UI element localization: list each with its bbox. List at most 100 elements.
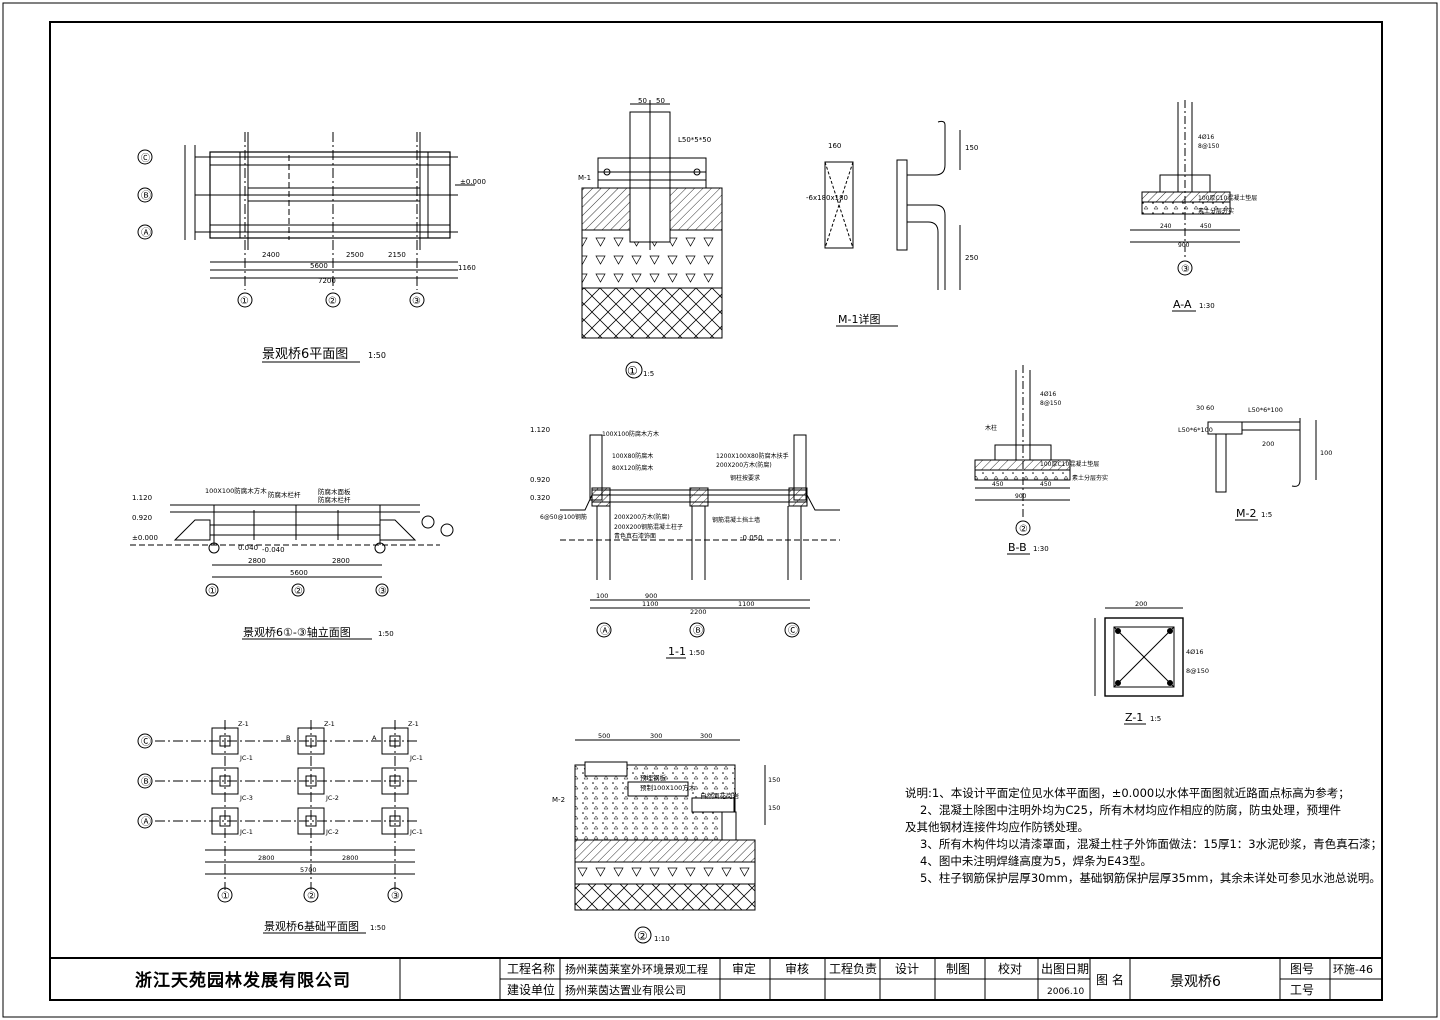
sec-note-8: 200X200钢筋混凝土柱子 bbox=[614, 523, 683, 531]
sec-note-4: 1200X100X80防腐木扶手 bbox=[716, 452, 789, 460]
detail1-scale: 1:5 bbox=[643, 370, 654, 378]
aa-note-2: 8@150 bbox=[1198, 143, 1219, 150]
found-tag-jc1-a: JC-1 bbox=[239, 754, 253, 762]
sec-scale: 1:50 bbox=[689, 649, 705, 657]
m2-scale: 1:5 bbox=[1261, 511, 1272, 519]
found-tag-jc2-a: JC-2 bbox=[325, 794, 339, 802]
project-label: 工程名称 bbox=[507, 961, 555, 976]
sec-axis-a: Ⓐ bbox=[600, 625, 610, 637]
sec-note-1: 100X100防腐木方木 bbox=[602, 430, 659, 438]
plan-title: 景观桥6平面图 bbox=[262, 347, 348, 362]
aa-note-3: 100厚C10混凝土垫层 bbox=[1198, 194, 1257, 202]
elev-level-4: 0.040 bbox=[238, 544, 258, 552]
bb-dim-1: 450 bbox=[992, 481, 1004, 488]
design-label: 设计 bbox=[895, 962, 919, 976]
project-value: 扬州莱茵莱室外环境景观工程 bbox=[565, 962, 708, 976]
m2-dim-4: 100 bbox=[1320, 449, 1332, 457]
aa-title: A-A bbox=[1173, 298, 1192, 311]
detail-1-view bbox=[581, 100, 723, 339]
z1-dim-1: 200 bbox=[1135, 600, 1147, 608]
elev-title: 景观桥6①-③轴立面图 bbox=[243, 625, 351, 639]
detail2-tag: M-2 bbox=[552, 796, 565, 804]
detail2-title: ② bbox=[637, 929, 648, 943]
sec-level-2: 0.920 bbox=[530, 476, 550, 484]
detail2-dim-5: 150 bbox=[768, 804, 780, 812]
elev-level-5: -0.040 bbox=[262, 546, 285, 554]
found-tag-jc3-a: JC-3 bbox=[239, 794, 253, 802]
draw-label: 制图 bbox=[946, 962, 970, 976]
proof-label: 校对 bbox=[998, 961, 1022, 976]
sec-note-11: 6@50@100钢筋 bbox=[540, 513, 587, 521]
date-value: 2006.10 bbox=[1047, 987, 1084, 997]
elev-dim-3: 5600 bbox=[290, 569, 308, 577]
detail1-tag: M-1 bbox=[578, 174, 591, 182]
plan-scale: 1:50 bbox=[368, 351, 386, 360]
bb-axis: ② bbox=[1019, 524, 1028, 535]
elev-note-1: 100X100防腐木方木 bbox=[205, 486, 267, 495]
m1-dim-plate: -6x180x180 bbox=[806, 194, 848, 202]
date-label: 出图日期 bbox=[1041, 962, 1089, 976]
no-label: 图号 bbox=[1290, 962, 1314, 976]
z1-detail-view bbox=[1094, 607, 1184, 697]
elev-note-3: 防腐木面板 bbox=[318, 487, 351, 496]
plan-dim-1: 2400 bbox=[262, 251, 280, 259]
m2-dim-2: 60 bbox=[1206, 404, 1214, 412]
plan-axis-b: Ⓑ bbox=[141, 190, 151, 202]
sec-title: 1-1 bbox=[668, 645, 686, 658]
plan-elev: ±0.000 bbox=[460, 178, 486, 186]
plan-axis-a: Ⓐ bbox=[141, 227, 151, 239]
found-axis-2: ② bbox=[307, 891, 316, 902]
sec-level-4: -0.050 bbox=[740, 534, 763, 542]
note-4: 3、所有木构件均以清漆罩面，混凝土柱子外饰面做法：15厚1：3水泥砂浆，青色真石… bbox=[920, 837, 1382, 851]
found-tag-jc2-b: JC-2 bbox=[325, 828, 339, 836]
elev-note-4: 防腐木栏杆 bbox=[318, 495, 351, 504]
m1-dim-2: 150 bbox=[965, 144, 978, 152]
m2-dim-plate2: L50*6*100 bbox=[1248, 406, 1283, 414]
bb-note-3: 木柱 bbox=[985, 424, 997, 432]
elev-dim-1: 2800 bbox=[248, 557, 266, 565]
elev-level-2: 0.920 bbox=[132, 514, 152, 522]
bb-note-4: 100厚C10混凝土垫层 bbox=[1040, 460, 1099, 468]
sec-axis-b: Ⓑ bbox=[693, 625, 703, 637]
sec-note-3: 80X120防腐木 bbox=[612, 464, 653, 472]
found-tag-jc1-c: JC-1 bbox=[239, 828, 253, 836]
m2-dim-1: 30 bbox=[1196, 404, 1204, 412]
found-axis-b: Ⓑ bbox=[141, 776, 151, 788]
detail2-dim-4: 150 bbox=[768, 776, 780, 784]
detail2-note-3: 自然面花岗岩 bbox=[700, 791, 740, 800]
aa-axis: ③ bbox=[1181, 264, 1190, 275]
detail2-note-1: 预埋钢板 bbox=[640, 773, 667, 782]
sec-note-9: 青色真石漆饰面 bbox=[614, 532, 656, 540]
sec-level-1: 1.120 bbox=[530, 426, 550, 434]
aa-dim-3: 900 bbox=[1178, 242, 1190, 249]
plan-axis-c: Ⓒ bbox=[141, 153, 150, 164]
m2-dim-plate: L50*6*100 bbox=[1178, 426, 1213, 434]
plan-dim-2: 2500 bbox=[346, 251, 364, 259]
lead-label: 工程负责 bbox=[829, 961, 877, 976]
elev-note-2: 防腐木栏杆 bbox=[268, 490, 301, 499]
z1-dim-3: 8@150 bbox=[1186, 667, 1209, 675]
sec-dim-1: 100 bbox=[596, 592, 608, 600]
plan-dim-4: 5600 bbox=[310, 262, 328, 270]
found-title: 景观桥6基础平面图 bbox=[264, 920, 359, 933]
detail1-dim-b: 50 bbox=[656, 97, 665, 105]
plan-axis-3: ③ bbox=[412, 296, 421, 307]
review-label: 审定 bbox=[732, 961, 756, 976]
title-block bbox=[50, 957, 1382, 1000]
detail2-dim-1: 500 bbox=[598, 732, 610, 740]
detail1-title: ① bbox=[627, 364, 638, 378]
found-tag-z1-a: Z-1 bbox=[238, 720, 249, 728]
sec-note-5: 200X200方木(防腐) bbox=[716, 461, 772, 469]
elev-scale: 1:50 bbox=[378, 630, 394, 638]
detail2-dim-2: 300 bbox=[650, 732, 662, 740]
sec-dim-4: 1100 bbox=[738, 600, 755, 608]
bb-dim-2: 450 bbox=[1040, 481, 1052, 488]
aa-scale: 1:30 bbox=[1199, 302, 1215, 310]
found-tag-z1-c: Z-1 bbox=[408, 720, 419, 728]
found-tag-z1-b: Z-1 bbox=[324, 720, 335, 728]
m2-detail-view bbox=[1207, 418, 1317, 493]
bb-note-1: 4Ø16 bbox=[1040, 391, 1056, 398]
company-name: 浙江天苑园林发展有限公司 bbox=[135, 970, 351, 991]
m1-dim-3: 250 bbox=[965, 254, 978, 262]
